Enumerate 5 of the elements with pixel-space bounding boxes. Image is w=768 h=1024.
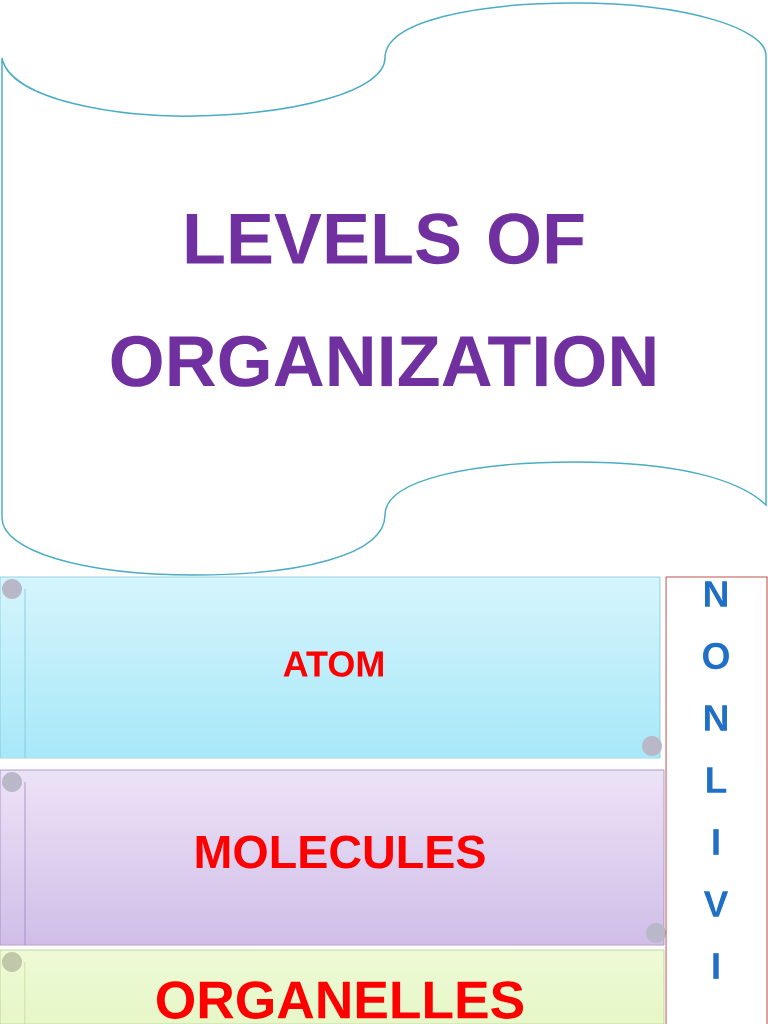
scroll-banner: ORGANELLES [0, 949, 665, 1024]
scroll-banner: MOLECULES [0, 769, 666, 946]
scroll-banner: ATOM [0, 576, 662, 759]
scroll-banner: LEVELS OF ORGANIZATION [1, 2, 767, 576]
vertical-label-box: N O N L I V I [665, 576, 768, 1024]
